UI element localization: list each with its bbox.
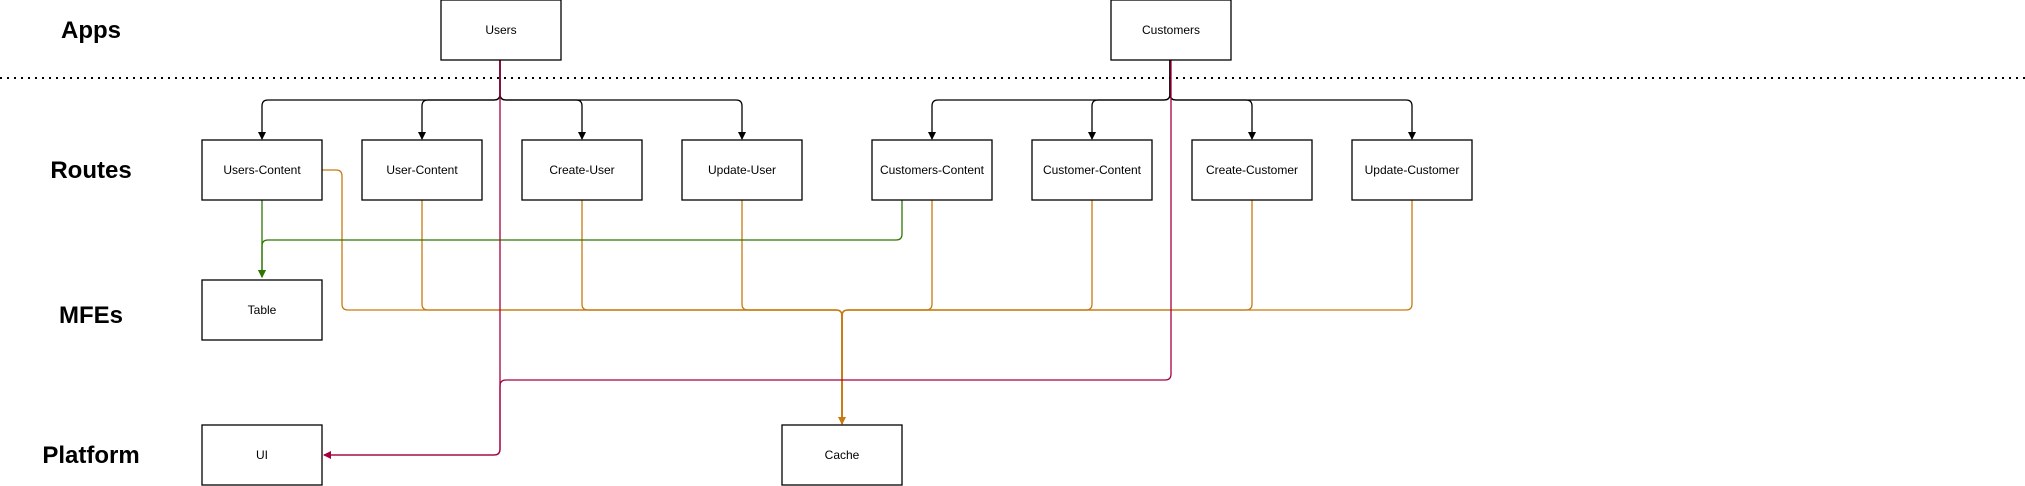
node-ui[interactable]: UI <box>201 424 323 486</box>
app-to-route-edges <box>258 60 1416 140</box>
node-create-user-label: Create-User <box>549 163 614 177</box>
lane-label-routes: Routes <box>50 157 131 184</box>
edge-update-customer-to-cache <box>841 200 1413 424</box>
node-update-customer-label: Update-Customer <box>1365 163 1460 177</box>
node-table[interactable]: Table <box>201 279 323 341</box>
edge-users-to-ui <box>323 60 501 459</box>
edge-update-user-to-cache <box>741 200 843 424</box>
node-create-user[interactable]: Create-User <box>521 139 643 201</box>
lane-label-mfes: MFEs <box>59 302 123 329</box>
node-customers-label: Customers <box>1142 23 1200 37</box>
node-users-content-label: Users-Content <box>223 163 301 177</box>
node-update-customer[interactable]: Update-Customer <box>1351 139 1473 201</box>
edge-users-to-update-user <box>499 60 746 140</box>
node-users-content[interactable]: Users-Content <box>201 139 323 201</box>
node-customers[interactable]: Customers <box>1110 0 1232 61</box>
node-update-user-label: Update-User <box>708 163 776 177</box>
app-to-platform-edges <box>323 60 1172 459</box>
node-cache[interactable]: Cache <box>781 424 903 486</box>
node-ui-label: UI <box>256 448 268 462</box>
edge-create-user-to-cache <box>581 200 843 424</box>
route-to-table-edges <box>258 200 903 278</box>
node-customer-content[interactable]: Customer-Content <box>1031 139 1153 201</box>
node-update-user[interactable]: Update-User <box>681 139 803 201</box>
node-create-customer[interactable]: Create-Customer <box>1191 139 1313 201</box>
node-user-content-label: User-Content <box>386 163 458 177</box>
node-table-label: Table <box>248 303 277 317</box>
edge-user-content-to-cache <box>421 200 843 424</box>
route-to-cache-edges <box>322 169 1413 425</box>
node-create-customer-label: Create-Customer <box>1206 163 1298 177</box>
lane-label-apps: Apps <box>61 17 121 44</box>
node-user-content[interactable]: User-Content <box>361 139 483 201</box>
edge-customer-content-to-cache <box>841 200 1093 424</box>
edge-customers-to-update-customer <box>1169 60 1416 140</box>
edge-create-customer-to-cache <box>841 200 1253 424</box>
node-customers-content-label: Customers-Content <box>880 163 985 177</box>
node-cache-label: Cache <box>825 448 860 462</box>
node-customers-content[interactable]: Customers-Content <box>871 139 993 201</box>
edge-customers-content-to-cache <box>841 200 933 424</box>
lane-label-platform: Platform <box>42 442 139 469</box>
node-users[interactable]: Users <box>440 0 562 61</box>
node-customer-content-label: Customer-Content <box>1043 163 1142 177</box>
node-users-label: Users <box>485 23 516 37</box>
edge-customers-content-to-table <box>258 200 903 278</box>
edge-customers-to-customer-content <box>1088 60 1171 140</box>
edge-customers-to-ui <box>324 60 1172 456</box>
edge-users-to-user-content <box>418 60 501 140</box>
